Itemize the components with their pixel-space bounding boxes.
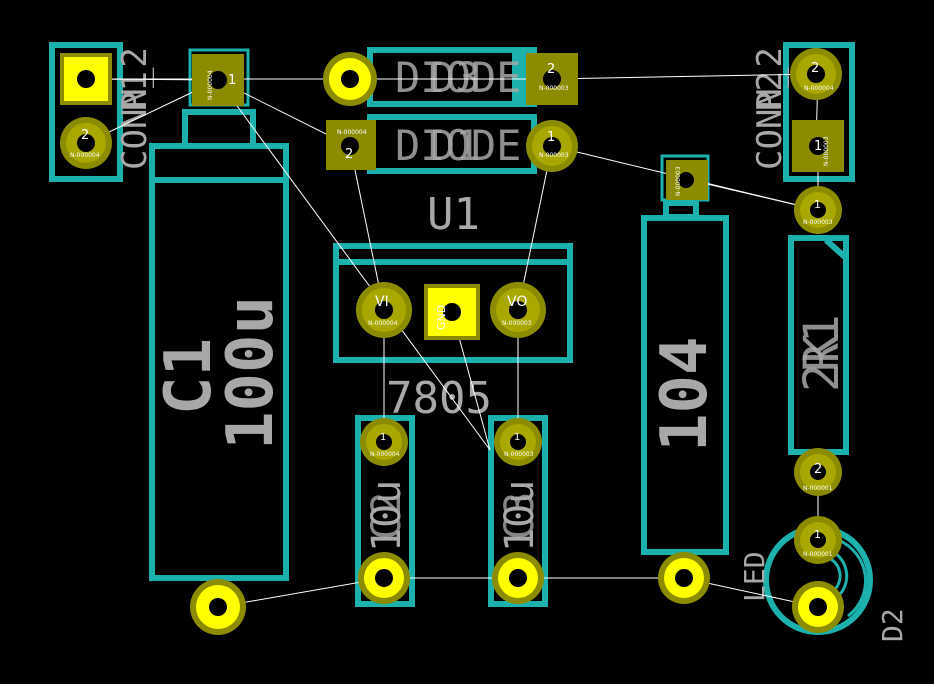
d1-pin1-net: N-000004	[337, 129, 367, 136]
r1-pin2-net: N-000001	[803, 485, 833, 492]
d1-pin2-number: 2	[345, 147, 353, 162]
p2-pad-1[interactable]	[792, 120, 844, 172]
c3-pad-1[interactable]	[494, 418, 542, 466]
r1-pad-1[interactable]	[794, 186, 842, 234]
c4-pin1-net: N-000003	[675, 166, 682, 196]
d2-ref: D2	[876, 608, 909, 642]
d3-pin2-number: 2	[547, 62, 555, 77]
d1-pin2-net: N-000003	[539, 152, 569, 159]
u1-vi-net: N-000004	[368, 320, 398, 327]
d1-pad-2[interactable]	[526, 120, 578, 172]
d1-value: DIODE	[395, 121, 521, 170]
c3-pin1-number: 1	[514, 432, 520, 443]
c2-pin1-number: 1	[380, 432, 386, 443]
led-value: LED	[738, 551, 771, 602]
c1-outline	[149, 48, 289, 581]
c3-pad-2[interactable]	[492, 552, 544, 604]
conn-right-outline	[783, 42, 855, 182]
p2-pin2-net: N-000004	[804, 85, 834, 92]
r1-pad-2[interactable]	[794, 448, 842, 496]
c4-pad-1[interactable]	[666, 160, 708, 200]
u1-vo-net: N-000003	[502, 320, 532, 327]
u1-value: 7805	[386, 373, 492, 424]
c4-pad-2[interactable]	[658, 552, 710, 604]
p2-pin1-net: N-000003	[823, 136, 830, 166]
u1-pad-gnd[interactable]	[424, 284, 480, 340]
c2-value: 10u	[364, 480, 410, 552]
u1-vo-label: VO	[507, 294, 527, 310]
d3-pad-2[interactable]	[526, 53, 578, 105]
c1-value: 100u	[214, 296, 288, 450]
r1-pin2-number: 2	[814, 462, 822, 477]
p2-pin2-number: 2	[811, 61, 819, 76]
c1-ref: C1	[152, 338, 226, 415]
c3-value: 10u	[497, 480, 543, 552]
u1-pad-vi[interactable]	[356, 282, 412, 338]
d2-pad-2[interactable]	[792, 581, 844, 633]
d2-pad-1[interactable]	[794, 516, 842, 564]
d2-pin1-net: N-000001	[803, 551, 833, 558]
c2-pad-1[interactable]	[360, 418, 408, 466]
c2-pad-2[interactable]	[358, 552, 410, 604]
p-left-ref: P1	[115, 71, 155, 112]
c2-outline	[355, 415, 415, 607]
d1-pad-1[interactable]	[326, 120, 376, 170]
d3-ref: D3	[430, 53, 481, 102]
p1-pin2-number: 2	[81, 128, 89, 143]
r1-pin1-net: N-000003	[803, 219, 833, 226]
d3-pin2-net: N-000003	[539, 85, 569, 92]
c3-ref: C3	[497, 492, 543, 540]
c1-pin1-net: N-000004	[207, 70, 214, 100]
d1-ref: D1	[430, 121, 481, 170]
p1-pad-1[interactable]	[60, 53, 112, 105]
conn-left-ref: CONN_2	[115, 47, 155, 170]
r1-value: 2K	[794, 334, 850, 392]
u1-vi-label: VI	[375, 294, 389, 310]
c1-pin1-number: 1	[228, 73, 236, 88]
p1-pad-2[interactable]	[60, 117, 112, 169]
c2-pin1-net: N-000004	[370, 451, 400, 458]
p1-pin2-net: N-000004	[70, 152, 100, 159]
d3-pad-1[interactable]	[323, 52, 377, 106]
conn-left-outline	[49, 42, 123, 182]
c2-ref: C2	[364, 492, 410, 540]
u1-gnd-label: GND	[435, 305, 448, 330]
d1-pin1-number: 1	[547, 130, 555, 145]
r1-pin1-number: 1	[814, 198, 821, 211]
c1-pad-2[interactable]	[190, 579, 246, 635]
p2-pin1-number: 1	[814, 139, 822, 154]
p2-pad-2[interactable]	[790, 48, 842, 100]
u1-pad-vo[interactable]	[490, 282, 546, 338]
c4-value: 104	[648, 336, 722, 452]
u1-outline	[333, 243, 573, 363]
d3-value: DIODE	[395, 53, 521, 102]
u1-ref: U1	[427, 189, 480, 240]
c3-pin1-net: N-000003	[504, 451, 534, 458]
d2-pin1-number: 1	[814, 528, 821, 541]
c1-pad-1[interactable]	[192, 54, 244, 106]
r1-ref: R1	[794, 314, 850, 372]
p-right-ref: P2	[750, 71, 790, 112]
conn-right-ref: CONN_2	[750, 47, 790, 170]
